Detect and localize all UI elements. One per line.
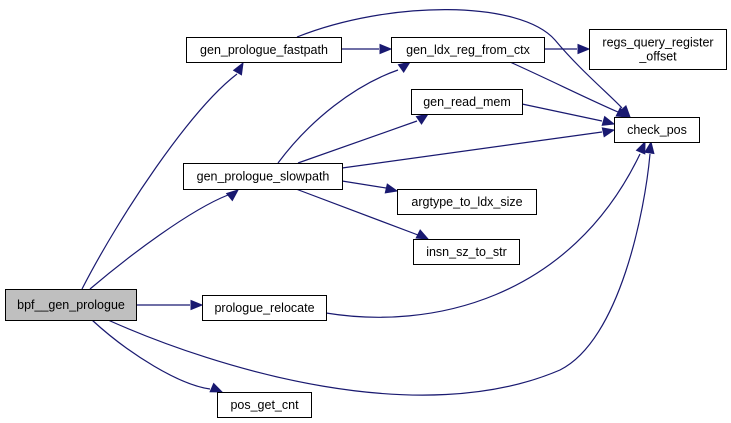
node-box — [391, 37, 545, 63]
arrowhead-icon — [415, 229, 430, 240]
edge-line — [325, 153, 641, 318]
node-box — [186, 37, 342, 63]
edge-line — [107, 153, 651, 396]
node-bpf--gen-prologue[interactable]: bpf__gen_prologue — [5, 289, 137, 321]
node-pos-get-cnt[interactable]: pos_get_cnt — [217, 392, 312, 418]
edge-bpf__gen_prologue-to-pos_get_cnt — [91, 319, 224, 393]
edge-gen_prologue_slowpath-to-check_pos — [341, 127, 616, 169]
arrowhead-icon — [577, 43, 591, 55]
node-box — [411, 89, 523, 115]
edge-line — [297, 120, 418, 164]
arrowhead-icon — [190, 299, 204, 311]
node-label: gen_read_mem — [423, 95, 511, 109]
edge-bpf__gen_prologue-to-check_pos — [107, 140, 655, 396]
node-gen-prologue-slowpath[interactable]: gen_prologue_slowpath — [183, 163, 343, 190]
edge-gen_prologue_slowpath-to-argtype_to_ldx_size — [341, 180, 399, 194]
edge-line — [277, 69, 399, 164]
node-box — [614, 117, 700, 143]
arrowhead-icon — [644, 140, 655, 155]
edge-bpf__gen_prologue-to-gen_prologue_fastpath — [81, 61, 244, 290]
node-insn-sz-to-str[interactable]: insn_sz_to_str — [413, 239, 520, 265]
edge-line — [91, 319, 211, 390]
edge-line — [341, 180, 387, 189]
node-box — [183, 163, 343, 190]
node-box — [397, 189, 537, 215]
edge-line — [341, 131, 603, 169]
node-label: bpf__gen_prologue — [17, 298, 125, 312]
node-argtype-to-ldx-size[interactable]: argtype_to_ldx_size — [397, 189, 537, 215]
arrowhead-icon — [209, 382, 224, 393]
arrowhead-icon — [232, 61, 244, 76]
node-box — [413, 239, 520, 265]
edge-gen_prologue_slowpath-to-gen_read_mem — [297, 113, 430, 164]
edge-bpf__gen_prologue-to-prologue_relocate — [136, 299, 204, 311]
node-label: gen_prologue_slowpath — [197, 170, 330, 184]
edge-gen_ldx_reg_from_ctx-to-regs_query_register_offset — [544, 43, 591, 55]
edge-line — [521, 103, 603, 122]
node-label: check_pos — [627, 123, 687, 137]
edges-layer — [81, 9, 655, 396]
edge-line — [89, 194, 229, 290]
node-prologue-relocate[interactable]: prologue_relocate — [202, 295, 327, 321]
arrowhead-icon — [635, 140, 646, 155]
node-check-pos[interactable]: check_pos — [614, 117, 700, 143]
edge-gen_prologue_slowpath-to-gen_ldx_reg_from_ctx — [277, 61, 412, 164]
edge-gen_prologue_fastpath-to-gen_ldx_reg_from_ctx — [341, 43, 393, 55]
arrowhead-icon — [225, 189, 240, 202]
edge-line — [295, 188, 419, 236]
arrowhead-icon — [615, 107, 630, 118]
node-label: pos_get_cnt — [230, 398, 299, 412]
arrowhead-icon — [415, 113, 430, 125]
node-box — [589, 29, 727, 70]
node-box — [217, 392, 312, 418]
edge-line — [296, 9, 623, 109]
node-label: insn_sz_to_str — [426, 245, 507, 259]
node-gen-prologue-fastpath[interactable]: gen_prologue_fastpath — [186, 37, 342, 63]
node-label: argtype_to_ldx_size — [411, 195, 522, 209]
edge-prologue_relocate-to-check_pos — [325, 140, 646, 318]
node-label: prologue_relocate — [214, 301, 314, 315]
node-label: gen_prologue_fastpath — [200, 43, 328, 57]
node-label: _offset — [638, 50, 677, 64]
arrowhead-icon — [379, 43, 393, 55]
edge-line — [509, 61, 619, 113]
node-label: gen_ldx_reg_from_ctx — [406, 43, 530, 57]
node-regs-query-register-offset[interactable]: regs_query_register_offset — [589, 29, 727, 70]
arrowhead-icon — [601, 115, 616, 126]
arrowhead-icon — [384, 183, 399, 194]
node-gen-ldx-reg-from-ctx[interactable]: gen_ldx_reg_from_ctx — [391, 37, 545, 63]
edge-gen_ldx_reg_from_ctx-to-check_pos — [509, 61, 630, 118]
arrowhead-icon — [397, 61, 412, 73]
node-label: regs_query_register — [602, 36, 713, 50]
nodes-layer: bpf__gen_prologuegen_prologue_fastpathge… — [5, 29, 727, 418]
edge-line — [81, 73, 238, 290]
edge-bpf__gen_prologue-to-gen_prologue_slowpath — [89, 189, 240, 290]
node-box — [202, 295, 327, 321]
edge-gen_prologue_slowpath-to-insn_sz_to_str — [295, 188, 430, 240]
node-gen-read-mem[interactable]: gen_read_mem — [411, 89, 523, 115]
arrowhead-icon — [601, 127, 616, 138]
node-box — [5, 289, 137, 321]
edge-gen_read_mem-to-check_pos — [521, 103, 616, 126]
